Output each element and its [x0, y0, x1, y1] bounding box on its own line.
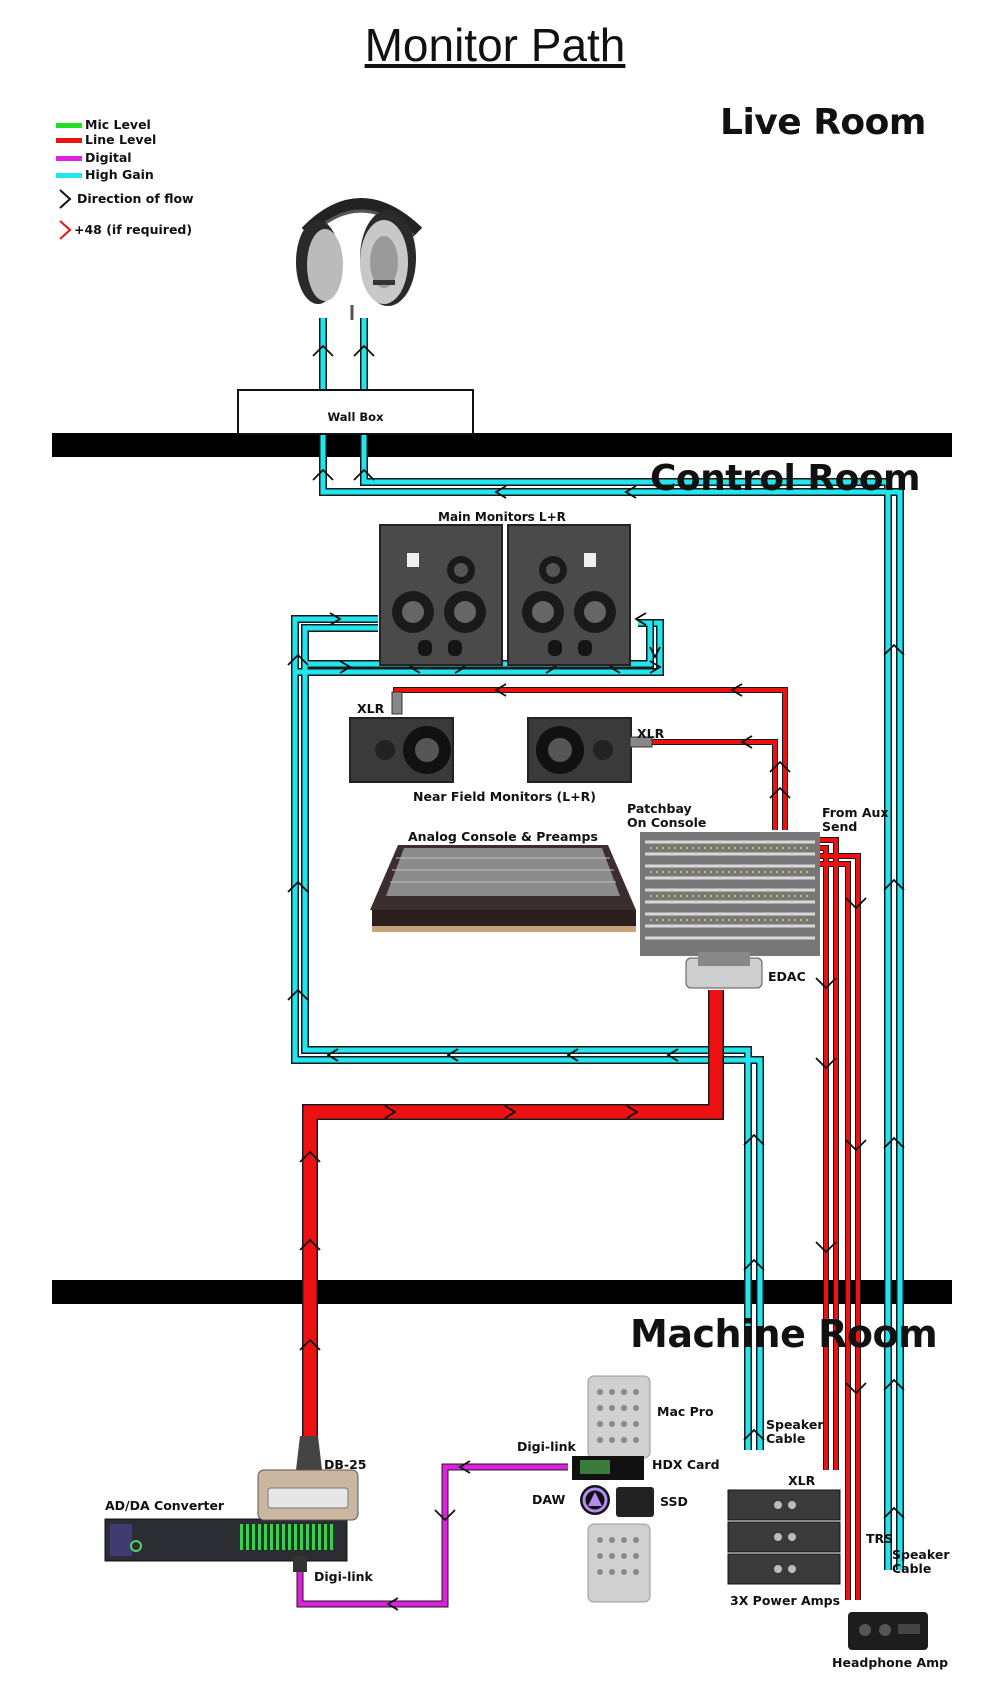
- patchbay: [640, 832, 820, 956]
- legend-swatches: [56, 123, 82, 240]
- daw-icon: [580, 1485, 610, 1515]
- mac-pro-label: Mac Pro: [657, 1404, 714, 1419]
- live-control-wall: [52, 433, 952, 457]
- speaker-cable-2-label: Speaker Cable: [892, 1547, 950, 1576]
- hdx-label: HDX Card: [652, 1457, 720, 1472]
- machine-room-label: Machine Room: [630, 1312, 938, 1356]
- legend-digital: Digital: [85, 150, 132, 165]
- wall-box-label: Wall Box: [327, 410, 384, 424]
- patchbay-label: Patchbay On Console: [627, 801, 707, 830]
- ad-da-converter: [104, 1518, 348, 1562]
- legend-line-level: Line Level: [85, 132, 157, 147]
- headphone-amp-label: Headphone Amp: [832, 1655, 949, 1670]
- analog-console-label: Analog Console & Preamps: [408, 829, 598, 844]
- hdx-card: [572, 1456, 644, 1480]
- legend-high-gain: High Gain: [85, 167, 154, 182]
- xlr-right-label: XLR: [637, 726, 665, 741]
- ad-da-label: AD/DA Converter: [105, 1498, 225, 1513]
- ssd: [616, 1487, 654, 1517]
- legend-mic-level: Mic Level: [85, 117, 151, 132]
- page-title: Monitor Path: [364, 19, 626, 71]
- wall-box: [237, 389, 474, 435]
- ssd-label: SSD: [660, 1494, 688, 1509]
- digital-cables: [296, 1463, 568, 1608]
- power-amps-label: 3X Power Amps: [730, 1593, 841, 1608]
- edac-connector: [685, 952, 763, 989]
- speaker-cable-1-label: Speaker Cable: [766, 1417, 824, 1446]
- analog-console: [370, 845, 636, 932]
- xlr-amp-label: XLR: [788, 1473, 816, 1488]
- control-machine-wall: [52, 1280, 952, 1304]
- main-monitors-label: Main Monitors L+R: [438, 510, 566, 524]
- near-field-monitors: [349, 691, 653, 783]
- digi-link-bottom-label: Digi-link: [314, 1569, 373, 1584]
- edac-label: EDAC: [768, 969, 806, 984]
- main-monitors: [379, 524, 631, 666]
- control-room-label: Control Room: [650, 458, 921, 499]
- daw-label: DAW: [532, 1492, 566, 1507]
- legend-phantom: +48 (if required): [74, 222, 193, 237]
- from-aux-label: From Aux Send: [822, 805, 889, 834]
- digi-link-top-label: Digi-link: [517, 1439, 576, 1454]
- db25-plug: [257, 1436, 359, 1521]
- near-field-label: Near Field Monitors (L+R): [413, 789, 596, 804]
- trs-label: TRS: [866, 1531, 894, 1546]
- flow-arrows: [287, 344, 905, 1611]
- headphones: [296, 198, 423, 320]
- xlr-left-label: XLR: [357, 701, 385, 716]
- power-amps: [727, 1489, 841, 1585]
- digi-link-plug: [293, 1556, 307, 1572]
- legend-direction: Direction of flow: [77, 191, 194, 206]
- mac-pro: [587, 1375, 651, 1603]
- live-room-label: Live Room: [720, 102, 926, 143]
- db25-label: DB-25: [324, 1457, 367, 1472]
- headphone-amp: [848, 1612, 928, 1650]
- line-level-cables: [302, 687, 861, 1600]
